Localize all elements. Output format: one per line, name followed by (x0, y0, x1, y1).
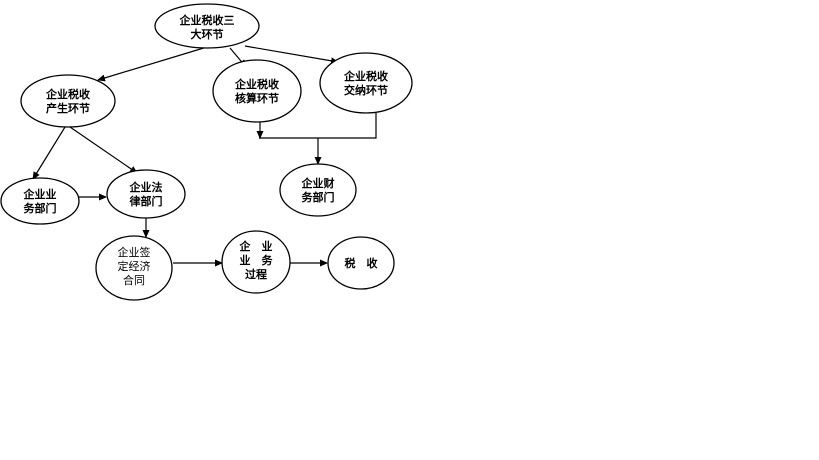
node-business-dept: 企业业务部门 (0, 177, 80, 225)
tax-generation-line-2: 产生环节 (46, 101, 90, 115)
tax-accounting-line-1: 企业税收 (234, 77, 279, 91)
node-contract: 企业签定经济合同 (95, 235, 173, 301)
tax-payment-line-1: 企业税收 (343, 69, 388, 83)
contract-line-1: 企业签 (118, 245, 151, 259)
tax-generation-line-1: 企业税收 (45, 87, 90, 101)
business-dept-line-1: 企业业 (23, 187, 57, 201)
node-tax-generation: 企业税收产生环节 (20, 74, 116, 128)
edge-three-to-generation (97, 46, 208, 82)
node-tax-revenue: 税 收 (327, 236, 395, 290)
node-tax-generation-label: 企业税收产生环节 (45, 87, 90, 115)
tax-revenue-line-1: 税 收 (345, 256, 378, 270)
edges (32, 45, 377, 267)
node-tax-revenue-label: 税 收 (345, 256, 378, 270)
three-stages-line-2: 大环节 (191, 27, 224, 41)
business-dept-line-2: 务部门 (24, 201, 57, 215)
node-contract-label: 企业签定经济合同 (118, 245, 151, 287)
node-finance-dept: 企业财务部门 (279, 163, 357, 217)
node-tax-accounting-label: 企业税收核算环节 (234, 77, 279, 105)
finance-dept-line-1: 企业财 (301, 176, 335, 190)
node-tax-payment: 企业税收交纳环节 (319, 52, 413, 114)
business-process-line-2: 业 务 (240, 253, 274, 267)
node-legal-dept: 企业法律部门 (106, 169, 186, 219)
contract-line-2: 定经济 (118, 259, 151, 273)
finance-dept-line-2: 务部门 (302, 190, 335, 204)
edge-payment-merge (259, 113, 377, 139)
node-three-stages-label: 企业税收三大环节 (179, 13, 235, 41)
tax-accounting-line-2: 核算环节 (235, 91, 279, 105)
node-tax-accounting: 企业税收核算环节 (212, 59, 302, 123)
business-process-line-3: 过程 (245, 267, 267, 281)
edge-generation-to-legal (69, 126, 138, 174)
business-process-line-1: 企 业 (239, 239, 273, 253)
node-business-dept-label: 企业业务部门 (23, 187, 57, 215)
node-three-stages: 企业税收三大环节 (154, 3, 260, 49)
tax-payment-line-2: 交纳环节 (344, 83, 388, 97)
contract-line-3: 合同 (123, 273, 145, 287)
node-finance-dept-label: 企业财务部门 (301, 176, 335, 204)
edge-generation-to-business (32, 126, 66, 180)
node-business-process-label: 企 业业 务过程 (239, 239, 274, 281)
legal-dept-line-1: 企业法 (129, 180, 163, 194)
node-business-process: 企 业业 务过程 (221, 230, 291, 294)
node-legal-dept-label: 企业法律部门 (129, 180, 163, 208)
edge-three-to-payment (244, 45, 339, 65)
node-tax-payment-label: 企业税收交纳环节 (343, 69, 388, 97)
legal-dept-line-2: 律部门 (129, 194, 163, 208)
three-stages-line-1: 企业税收三 (179, 13, 235, 27)
